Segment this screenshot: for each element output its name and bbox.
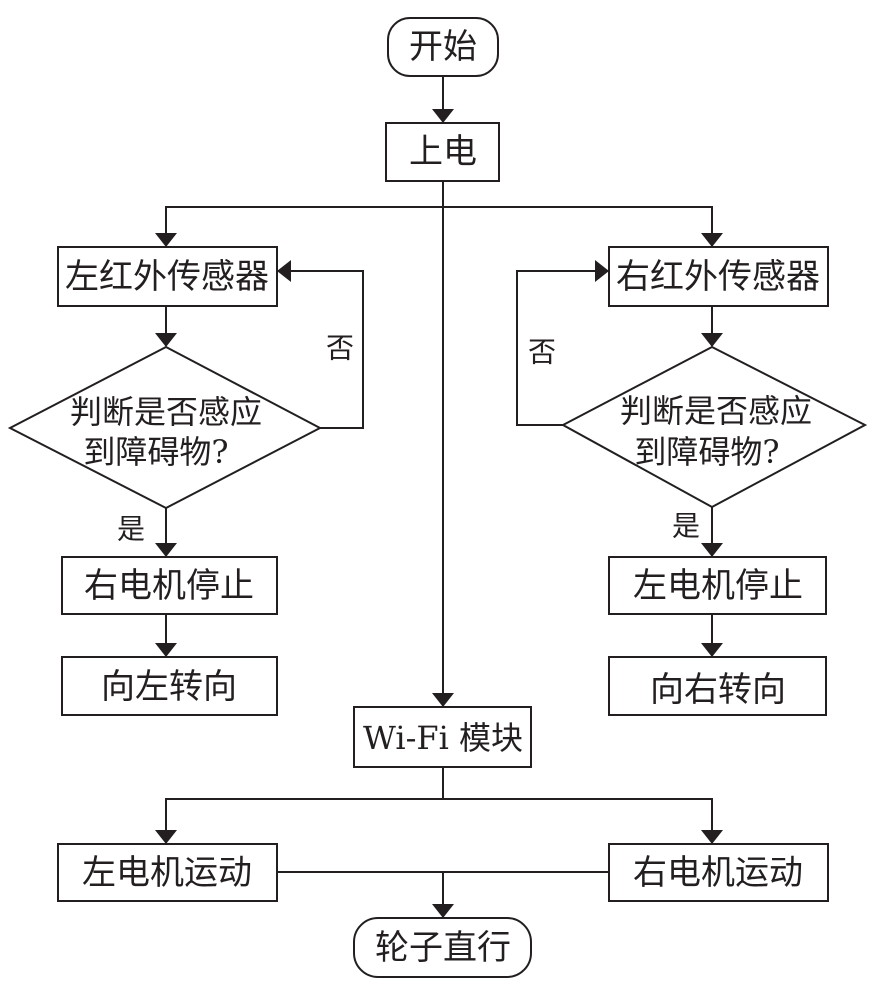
- wifi-module-label: Wi-Fi 模块: [363, 719, 523, 757]
- arrow-left-no-loop: [277, 260, 364, 429]
- right-no-label: 否: [528, 336, 556, 369]
- right-yes-label: 是: [672, 510, 700, 543]
- left-no-label: 否: [326, 332, 354, 365]
- wheels-straight-terminal: [353, 917, 532, 978]
- left-motor-stop-box: [608, 556, 827, 615]
- right-decision-line2: 到障碍物?: [634, 433, 779, 471]
- start-terminal: [387, 17, 499, 77]
- left-motor-run-label: 左电机运动: [82, 853, 252, 893]
- right-motor-run-label: 右电机运动: [633, 853, 803, 893]
- arrow-wifi-to-left-motor: [155, 798, 443, 844]
- arrow-power-to-left-sensor: [155, 206, 443, 247]
- arrow-right-no-loop: [516, 260, 609, 426]
- right-motor-stop-box: [61, 556, 278, 615]
- arrow-power-to-right-sensor: [443, 206, 723, 247]
- left-motor-stop-label: 左电机停止: [633, 566, 803, 606]
- power-on-label: 上电: [409, 132, 477, 172]
- right-decision-line1: 判断是否感应: [620, 392, 812, 430]
- left-ir-sensor-box: [57, 246, 278, 307]
- right-motor-run-box: [608, 843, 829, 902]
- left-yes-label: 是: [117, 513, 145, 546]
- turn-right-box: [608, 656, 827, 716]
- left-ir-sensor-label: 左红外传感器: [65, 257, 269, 297]
- right-ir-sensor-label: 右红外传感器: [616, 257, 820, 297]
- wheels-straight-label: 轮子直行: [375, 928, 511, 968]
- left-decision-diamond: [7, 345, 323, 510]
- left-motor-run-box: [57, 843, 278, 902]
- wifi-module-box: [353, 706, 532, 768]
- turn-left-box: [61, 656, 278, 716]
- turn-left-label: 向左转向: [101, 667, 237, 707]
- left-decision-line1: 判断是否感应: [70, 393, 262, 431]
- turn-right-label: 向右转向: [650, 670, 786, 710]
- right-motor-stop-label: 右电机停止: [84, 566, 254, 606]
- right-ir-sensor-box: [608, 246, 829, 307]
- start-label: 开始: [409, 27, 477, 67]
- power-on-box: [385, 122, 500, 182]
- right-decision-diamond: [560, 345, 868, 509]
- arrow-wifi-to-right-motor: [443, 798, 723, 844]
- left-decision-line2: 到障碍物?: [83, 433, 228, 471]
